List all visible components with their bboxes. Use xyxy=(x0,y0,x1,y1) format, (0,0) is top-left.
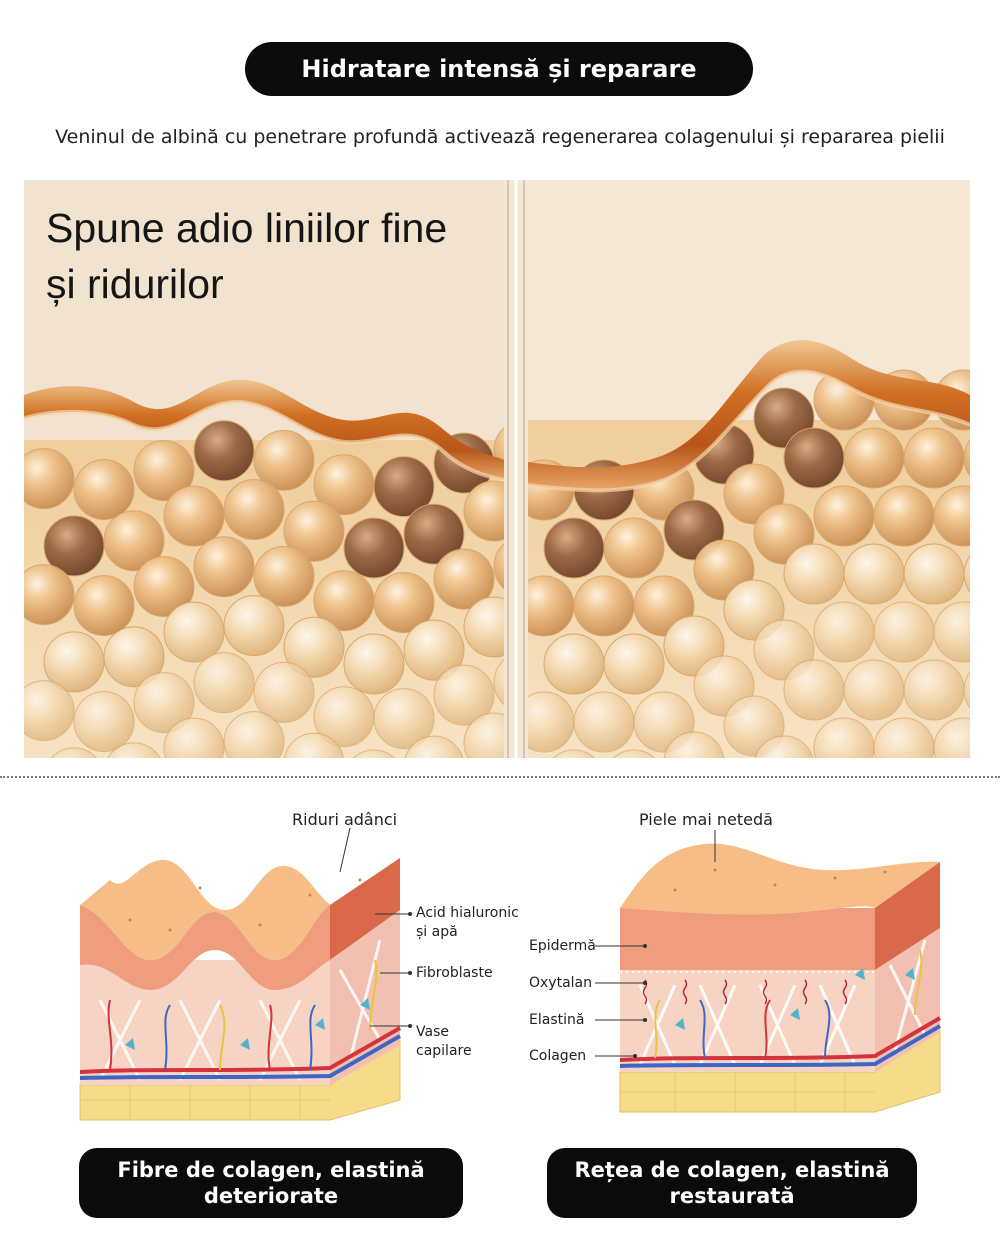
collagen-sphere xyxy=(603,517,665,579)
label-elastin: Elastină xyxy=(529,1012,585,1028)
collagen-sphere xyxy=(433,664,495,726)
collagen-sphere xyxy=(107,742,161,758)
collagen-sphere-illustration xyxy=(24,180,970,758)
collagen-sphere xyxy=(603,633,665,695)
collagen-sphere xyxy=(133,672,195,734)
collagen-sphere xyxy=(933,717,970,758)
collagen-sphere xyxy=(24,564,75,626)
collagen-sphere xyxy=(493,659,504,706)
collagen-sphere xyxy=(253,661,315,723)
collagen-sphere xyxy=(253,545,315,607)
hero-illustration: Spune adio liniilor fine și ridurilor xyxy=(24,180,970,758)
page-subtitle: Veninul de albină cu penetrare profundă … xyxy=(55,126,945,148)
collagen-sphere xyxy=(963,439,970,477)
skin-diagram-restored: Piele mai netedă Epidermă Oxytalan Elast… xyxy=(525,800,975,1140)
collagen-sphere xyxy=(754,735,814,758)
collagen-sphere xyxy=(543,633,605,695)
collagen-sphere xyxy=(343,517,405,579)
label-hyaluronic-acid: Acid hialuronic și apă xyxy=(416,905,519,940)
collagen-sphere xyxy=(163,717,225,758)
label-collagen: Colagen xyxy=(529,1048,587,1064)
collagen-sphere xyxy=(253,429,315,491)
collagen-sphere xyxy=(133,440,195,502)
page-title: Hidratare intensă și reparare xyxy=(245,42,753,96)
label-epidermis: Epidermă xyxy=(529,938,596,954)
collagen-sphere xyxy=(933,601,970,663)
collagen-sphere xyxy=(193,652,255,714)
collagen-sphere xyxy=(783,659,845,721)
collagen-sphere xyxy=(552,749,596,758)
collagen-sphere xyxy=(103,510,165,572)
caption-restored: Rețea de colagen, elastină restaurată xyxy=(547,1148,917,1218)
collagen-sphere xyxy=(843,427,905,489)
collagen-sphere xyxy=(163,485,225,547)
collagen-sphere xyxy=(283,500,345,562)
collagen-sphere xyxy=(843,543,905,605)
collagen-sphere xyxy=(403,619,465,681)
skin-diagram-damaged: Riduri adânci Acid hialuronic și apă Fib… xyxy=(70,800,519,1140)
collagen-sphere xyxy=(783,543,845,605)
label-smoother-skin: Piele mai netedă xyxy=(639,810,773,829)
collagen-sphere xyxy=(903,543,965,605)
collagen-sphere xyxy=(813,485,875,547)
collagen-sphere xyxy=(193,536,255,598)
collagen-sphere xyxy=(612,749,656,758)
collagen-sphere xyxy=(50,747,98,758)
collagen-sphere xyxy=(73,691,135,753)
collagen-sphere xyxy=(73,575,135,637)
collagen-sphere xyxy=(573,575,635,637)
collagen-sphere xyxy=(463,480,504,542)
collagen-sphere xyxy=(24,680,75,742)
collagen-sphere xyxy=(223,479,285,541)
collagen-sphere xyxy=(283,616,345,678)
collagen-sphere xyxy=(73,459,135,521)
collagen-sphere xyxy=(24,448,75,510)
collagen-sphere xyxy=(433,548,495,610)
collagen-sphere xyxy=(133,556,195,618)
collagen-sphere xyxy=(223,711,285,758)
label-deep-wrinkles: Riduri adânci xyxy=(292,810,398,829)
label-oxytalan: Oxytalan xyxy=(529,975,592,991)
section-divider xyxy=(0,776,1000,778)
collagen-sphere xyxy=(963,671,970,709)
collagen-sphere xyxy=(933,485,970,547)
collagen-sphere xyxy=(404,735,464,758)
collagen-sphere xyxy=(103,626,165,688)
collagen-sphere xyxy=(903,659,965,721)
hero-heading: Spune adio liniilor fine și ridurilor xyxy=(46,200,447,312)
collagen-sphere xyxy=(663,731,725,758)
hero-heading-line2: și ridurilor xyxy=(46,261,224,307)
collagen-sphere xyxy=(343,633,405,695)
collagen-sphere xyxy=(352,749,396,758)
collagen-sphere xyxy=(783,427,845,489)
hero-heading-line1: Spune adio liniilor fine xyxy=(46,205,448,251)
label-fibroblasts: Fibroblaste xyxy=(416,965,493,981)
collagen-sphere xyxy=(463,596,504,658)
collagen-sphere xyxy=(573,691,635,753)
collagen-sphere xyxy=(373,456,435,518)
collagen-sphere xyxy=(403,503,465,565)
collagen-sphere xyxy=(873,601,935,663)
collagen-sphere xyxy=(163,601,225,663)
collagen-sphere xyxy=(843,659,905,721)
skin-layer-illustration xyxy=(595,830,942,1113)
collagen-sphere xyxy=(493,543,504,590)
collagen-sphere xyxy=(463,712,504,758)
collagen-sphere xyxy=(903,427,965,489)
collagen-sphere xyxy=(373,572,435,634)
collagen-sphere xyxy=(223,595,285,657)
collagen-sphere xyxy=(963,555,970,593)
collagen-sphere xyxy=(283,732,345,758)
caption-damaged: Fibre de colagen, elastină deteriorate xyxy=(79,1148,463,1218)
label-capillaries: Vase capilare xyxy=(416,1024,472,1059)
collagen-sphere xyxy=(193,420,255,482)
collagen-sphere xyxy=(813,601,875,663)
collagen-sphere xyxy=(873,485,935,547)
skin-layer-illustration xyxy=(79,827,412,1121)
collagen-sphere xyxy=(373,688,435,750)
collagen-sphere xyxy=(543,517,605,579)
